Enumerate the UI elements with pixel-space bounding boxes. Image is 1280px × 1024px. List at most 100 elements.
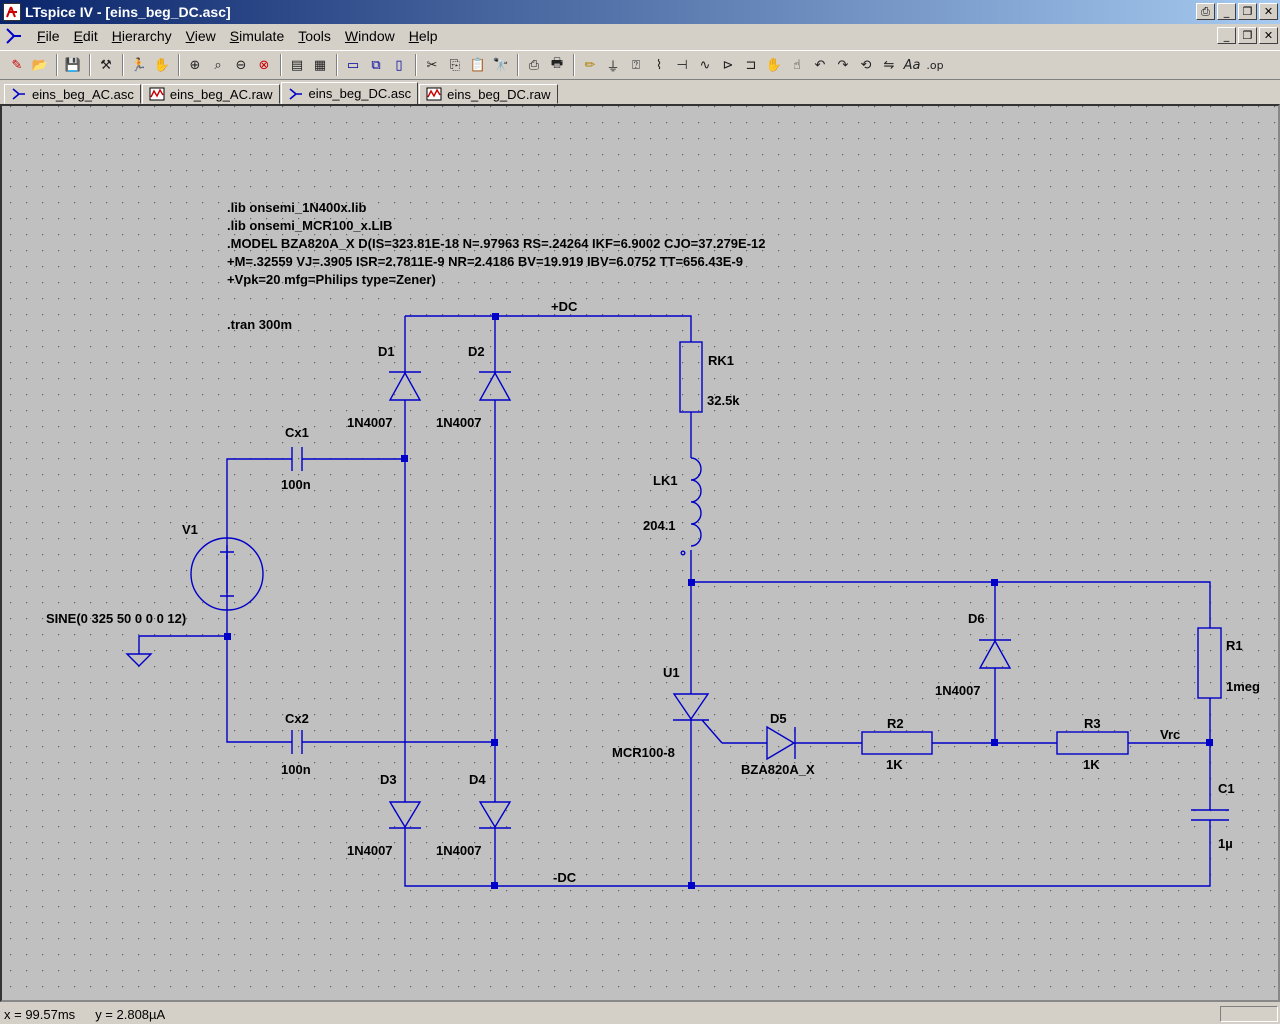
directive-tran[interactable]: .tran 300m bbox=[227, 317, 292, 332]
tab-eins-beg-dc-asc[interactable]: eins_beg_DC.asc bbox=[280, 82, 419, 104]
spice-directive-icon[interactable]: .op bbox=[926, 58, 944, 72]
draw-wire-icon[interactable]: ✏ bbox=[584, 57, 596, 73]
save-icon[interactable]: 💾 bbox=[64, 57, 82, 73]
schematic-editor[interactable]: .lib onsemi_1N400x.lib .lib onsemi_MCR10… bbox=[0, 104, 1280, 1002]
net-label-pos-dc[interactable]: +DC bbox=[551, 299, 578, 314]
child-close-button[interactable]: ✕ bbox=[1259, 27, 1278, 44]
v1-ref: V1 bbox=[182, 522, 198, 537]
directive-model-cont-2[interactable]: +Vpk=20 mfg=Philips type=Zener) bbox=[227, 272, 436, 287]
resistor-r2[interactable]: R2 1K bbox=[861, 716, 933, 772]
tile-vertical-icon[interactable]: ▯ bbox=[395, 57, 403, 73]
r1-ref: R1 bbox=[1226, 638, 1243, 653]
diode-d4[interactable]: D4 1N4007 bbox=[436, 772, 512, 858]
capacitor-icon[interactable]: ⊣ bbox=[676, 57, 688, 73]
capacitor-cx1[interactable]: Cx1 100n bbox=[281, 425, 311, 492]
tab-eins-beg-dc-raw[interactable]: eins_beg_DC.raw bbox=[419, 84, 558, 104]
voltage-source-v1[interactable]: V1 SINE(0 325 50 0 0 0 12) bbox=[46, 522, 264, 626]
toolbar-separator bbox=[122, 54, 124, 76]
capacitor-c1[interactable]: C1 1µ bbox=[1191, 781, 1235, 851]
restore-button[interactable]: ❐ bbox=[1238, 3, 1257, 20]
net-label-neg-dc[interactable]: -DC bbox=[553, 870, 577, 885]
child-restore-button[interactable]: ❐ bbox=[1238, 27, 1257, 44]
toolbar-separator bbox=[415, 54, 417, 76]
print-icon[interactable]: ⎙ bbox=[1196, 3, 1215, 20]
component-icon[interactable]: ⊐ bbox=[745, 57, 757, 73]
child-minimize-button[interactable]: _ bbox=[1217, 27, 1236, 44]
text-icon[interactable]: Aa bbox=[903, 57, 921, 73]
move-icon[interactable]: ✋ bbox=[765, 57, 783, 73]
tile-horizontal-icon[interactable]: ▭ bbox=[346, 57, 360, 73]
directive-lib-mcr100[interactable]: .lib onsemi_MCR100_x.LIB bbox=[227, 218, 392, 233]
new-schematic-icon[interactable]: ✎ bbox=[11, 57, 23, 73]
zoom-cancel-icon[interactable]: ⊗ bbox=[258, 57, 270, 73]
diode-d3[interactable]: D3 1N4007 bbox=[347, 772, 422, 858]
menu-file[interactable]: File bbox=[37, 28, 60, 44]
rotate-icon[interactable]: ⟲ bbox=[860, 57, 872, 73]
find-icon[interactable]: 🔭 bbox=[492, 57, 510, 73]
diode-d2[interactable]: D2 1N4007 bbox=[436, 344, 512, 430]
menu-tools[interactable]: Tools bbox=[298, 28, 331, 44]
menu-edit[interactable]: Edit bbox=[73, 28, 98, 44]
schematic-doc-icon[interactable] bbox=[4, 26, 24, 46]
capacitor-cx2[interactable]: Cx2 100n bbox=[281, 711, 311, 777]
cascade-icon[interactable]: ⧉ bbox=[371, 57, 381, 73]
toolbar-separator bbox=[517, 54, 519, 76]
close-button[interactable]: ✕ bbox=[1259, 3, 1278, 20]
menu-help[interactable]: Help bbox=[408, 28, 438, 44]
diode-icon[interactable]: ⊳ bbox=[722, 57, 734, 73]
menu-view[interactable]: View bbox=[185, 28, 216, 44]
undo-icon[interactable]: ↶ bbox=[814, 57, 826, 73]
rk1-ref: RK1 bbox=[708, 353, 734, 368]
inductor-lk1[interactable]: LK1 204.1 bbox=[643, 457, 702, 556]
zener-diode-d5[interactable]: D5 BZA820A_X bbox=[741, 711, 815, 777]
halt-icon[interactable]: ✋ bbox=[153, 57, 171, 73]
inductor-icon[interactable]: ∿ bbox=[699, 57, 711, 73]
resistor-icon[interactable]: ⌇ bbox=[655, 57, 663, 73]
menu-window[interactable]: Window bbox=[344, 28, 395, 44]
menu-simulate[interactable]: Simulate bbox=[229, 28, 285, 44]
ground-symbol[interactable] bbox=[125, 653, 153, 667]
pan-icon[interactable]: ⌕ bbox=[214, 57, 222, 73]
drag-icon[interactable]: ☝ bbox=[793, 57, 801, 73]
diode-d1[interactable]: D1 1N4007 bbox=[347, 344, 422, 430]
directive-model-bza820a[interactable]: .MODEL BZA820A_X D(IS=323.81E-18 N=.9796… bbox=[227, 236, 766, 251]
schematic-canvas[interactable]: .lib onsemi_1N400x.lib .lib onsemi_MCR10… bbox=[2, 106, 1278, 1000]
d1-ref: D1 bbox=[378, 344, 395, 359]
resistor-rk1[interactable]: RK1 32.5k bbox=[679, 341, 740, 413]
zoom-out-icon[interactable]: ⊖ bbox=[235, 57, 247, 73]
tab-eins-beg-ac-raw[interactable]: eins_beg_AC.raw bbox=[141, 84, 280, 104]
tab-eins-beg-ac-asc[interactable]: eins_beg_AC.asc bbox=[4, 84, 141, 104]
net-label-vrc[interactable]: Vrc bbox=[1160, 727, 1180, 742]
diode-d6[interactable]: D6 1N4007 bbox=[935, 611, 1012, 698]
open-icon[interactable]: 📂 bbox=[31, 57, 49, 73]
cx1-ref: Cx1 bbox=[285, 425, 309, 440]
toolbar-separator bbox=[89, 54, 91, 76]
resistor-r3[interactable]: R3 1K bbox=[1056, 716, 1129, 772]
redo-icon[interactable]: ↷ bbox=[837, 57, 849, 73]
directive-model-cont-1[interactable]: +M=.32559 VJ=.3905 ISR=2.7811E-9 NR=2.41… bbox=[227, 254, 743, 269]
minimize-button[interactable]: _ bbox=[1217, 3, 1236, 20]
toolbar-separator bbox=[573, 54, 575, 76]
c1-value: 1µ bbox=[1218, 836, 1233, 851]
directive-lib-1n400x[interactable]: .lib onsemi_1N400x.lib bbox=[227, 200, 367, 215]
title-bar[interactable]: LTspice IV - [eins_beg_DC.asc] ⎙ _ ❐ ✕ bbox=[0, 0, 1280, 24]
thyristor-u1[interactable]: U1 MCR100-8 bbox=[612, 665, 723, 760]
copy-icon[interactable]: ⎘ bbox=[449, 57, 461, 73]
label-net-icon[interactable]: ⍰ bbox=[632, 57, 640, 73]
control-panel-icon[interactable]: ⚒ bbox=[100, 57, 112, 73]
print-preview-icon[interactable]: ⎙ bbox=[528, 57, 540, 73]
rk1-value: 32.5k bbox=[707, 393, 740, 408]
d1-value: 1N4007 bbox=[347, 415, 393, 430]
menu-hierarchy[interactable]: Hierarchy bbox=[111, 28, 172, 44]
paste-icon[interactable]: 📋 bbox=[469, 57, 487, 73]
grid-icon[interactable]: ▦ bbox=[313, 57, 327, 73]
zoom-in-icon[interactable]: ⊕ bbox=[189, 57, 201, 73]
print-icon[interactable]: 🖶 bbox=[550, 56, 564, 71]
resistor-r1[interactable]: R1 1meg bbox=[1197, 627, 1260, 699]
run-icon[interactable]: 🏃 bbox=[130, 57, 148, 73]
ground-icon[interactable]: ⏚ bbox=[606, 59, 620, 75]
d4-ref: D4 bbox=[469, 772, 486, 787]
autorange-icon[interactable]: ▤ bbox=[290, 57, 304, 73]
mirror-icon[interactable]: ⇋ bbox=[883, 57, 895, 73]
cut-icon[interactable]: ✂ bbox=[426, 57, 438, 73]
